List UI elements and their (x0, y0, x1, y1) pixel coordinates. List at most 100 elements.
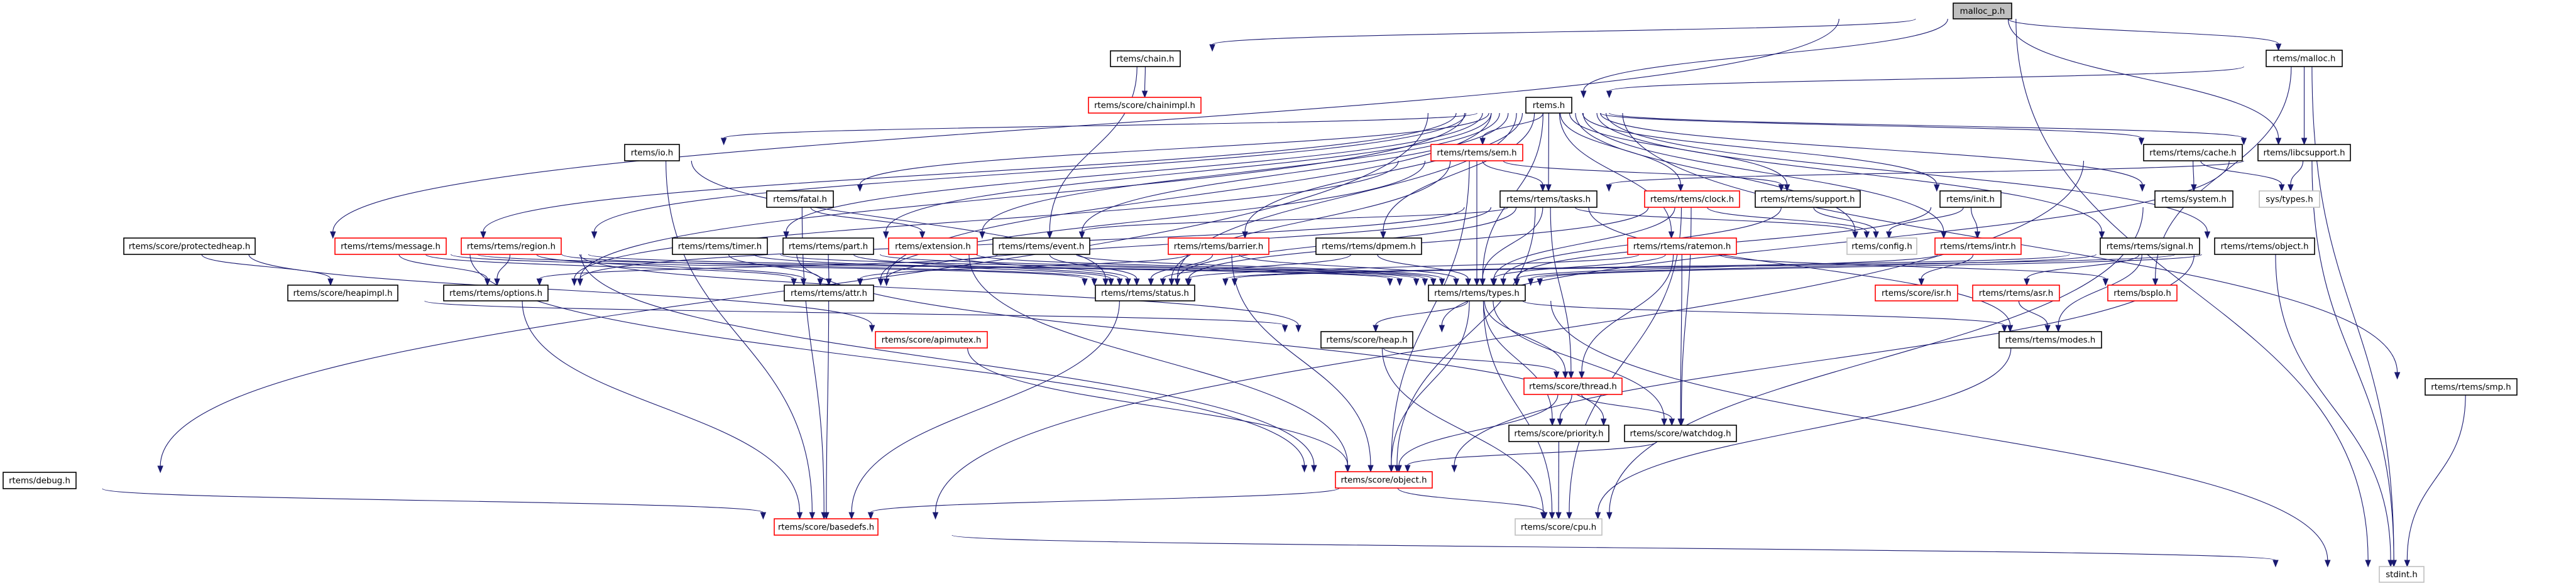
node-object_s[interactable]: rtems/score/object.h (1335, 471, 1433, 489)
node-label: rtems/rtems/ratemon.h (1633, 242, 1731, 252)
arrowhead-icon (330, 231, 336, 239)
node-box (1320, 331, 1413, 349)
node-options[interactable]: rtems/rtems/options.h (443, 285, 549, 301)
edge-line (539, 254, 999, 279)
arrowhead-icon (1465, 278, 1471, 286)
node-heap[interactable]: rtems/score/heap.h (1320, 331, 1413, 349)
node-types[interactable]: rtems/rtems/types.h (1428, 285, 1526, 301)
node-sem[interactable]: rtems/rtems/sem.h (1430, 144, 1523, 161)
edge-line (1049, 254, 1137, 279)
edge-line (1718, 254, 2106, 279)
edge-line (828, 254, 830, 279)
arrowhead-icon (1934, 184, 1940, 192)
node-region[interactable]: rtems/rtems/region.h (461, 237, 562, 255)
node-event[interactable]: rtems/rtems/event.h (992, 237, 1090, 255)
edge-line (1391, 160, 1470, 466)
arrowhead-icon (826, 278, 832, 286)
edge-malloc_p-to-protectedheap (330, 18, 1839, 239)
node-bspio[interactable]: rtems/bspIo.h (2107, 285, 2178, 301)
node-protectedheap[interactable]: rtems/score/protectedheap.h (123, 237, 256, 255)
edge-rtems-to-cache (1599, 112, 2145, 146)
node-object_r[interactable]: rtems/rtems/object.h (2214, 237, 2315, 255)
node-malloc[interactable]: rtems/malloc.h (2266, 50, 2343, 67)
node-box (1998, 331, 2102, 349)
node-box (1499, 190, 1598, 208)
node-heapimpl[interactable]: rtems/score/heapimpl.h (287, 285, 398, 301)
node-label: rtems/init.h (1946, 195, 1995, 205)
node-system[interactable]: rtems/system.h (2154, 190, 2233, 208)
edge-line (1609, 112, 2244, 139)
arrowhead-icon (1116, 278, 1123, 286)
edge-apimutex-to-object_s (967, 347, 1351, 473)
arrowhead-icon (1500, 278, 1506, 286)
node-watchdog[interactable]: rtems/score/watchdog.h (1624, 425, 1737, 442)
edge-rtems-to-tasks (1545, 112, 1552, 192)
node-box (1934, 237, 2022, 255)
node-ratemon[interactable]: rtems/rtems/ratemon.h (1627, 237, 1737, 255)
edge-line (398, 254, 488, 279)
edge-line (2018, 300, 2048, 326)
edge-line (2007, 18, 2279, 139)
node-cpu[interactable]: rtems/score/cpu.h (1515, 518, 1603, 536)
node-dpmem[interactable]: rtems/rtems/dpmem.h (1315, 237, 1422, 255)
node-barrier[interactable]: rtems/rtems/barrier.h (1168, 237, 1269, 255)
arrowhead-icon (1301, 465, 1308, 473)
node-label: rtems/libcsupport.h (2263, 149, 2345, 158)
node-thread[interactable]: rtems/score/thread.h (1523, 377, 1623, 395)
arrowhead-icon (857, 184, 863, 192)
edge-line (967, 347, 1348, 466)
node-status[interactable]: rtems/rtems/status.h (1095, 285, 1195, 301)
node-support[interactable]: rtems/rtems/support.h (1755, 190, 1861, 208)
node-rtems[interactable]: rtems.h (1525, 97, 1572, 114)
arrowhead-icon (1886, 231, 1892, 239)
node-config[interactable]: rtems/config.h (1846, 237, 1917, 255)
node-box (774, 518, 879, 536)
edge-region-to-object_s (581, 254, 1317, 473)
node-io[interactable]: rtems/io.h (624, 144, 680, 161)
arrowhead-icon (1557, 418, 1564, 426)
edge-line (1225, 254, 2070, 279)
node-signal[interactable]: rtems/rtems/signal.h (2100, 237, 2200, 255)
edge-line (1550, 300, 2328, 561)
edge-ratemon-to-bspio (1718, 254, 2109, 286)
node-debug[interactable]: rtems/debug.h (3, 472, 77, 489)
node-priority[interactable]: rtems/score/priority.h (1508, 425, 1609, 442)
node-systypes[interactable]: sys/types.h (2259, 190, 2320, 208)
node-basedefs[interactable]: rtems/score/basedefs.h (774, 518, 879, 536)
edge-rtems-to-status (1174, 112, 1517, 286)
node-libcsupport[interactable]: rtems/libcsupport.h (2257, 144, 2351, 161)
node-modes[interactable]: rtems/rtems/modes.h (1998, 331, 2102, 349)
edge-line (1381, 347, 1544, 513)
node-box (443, 285, 549, 301)
node-label: sys/types.h (2266, 195, 2313, 205)
arrowhead-icon (1479, 278, 1486, 286)
node-intr[interactable]: rtems/rtems/intr.h (1934, 237, 2022, 255)
arrowhead-icon (979, 231, 985, 239)
node-chainimpl[interactable]: rtems/score/chainimpl.h (1088, 97, 1202, 114)
edge-line (1483, 300, 1553, 513)
node-fatal[interactable]: rtems/fatal.h (766, 190, 834, 208)
node-stdint[interactable]: stdint.h (2379, 566, 2425, 583)
edge-line (424, 300, 1286, 326)
edge-line (594, 112, 1466, 232)
edge-types-to-priority (1483, 300, 1555, 426)
node-box (1875, 285, 1958, 301)
node-chain[interactable]: rtems/chain.h (1110, 50, 1181, 67)
node-isr[interactable]: rtems/score/isr.h (1875, 285, 1958, 301)
node-part[interactable]: rtems/rtems/part.h (782, 237, 874, 255)
node-apimutex[interactable]: rtems/score/apimutex.h (875, 331, 988, 349)
node-cache[interactable]: rtems/rtems/cache.h (2143, 144, 2243, 161)
node-message[interactable]: rtems/rtems/message.h (334, 237, 447, 255)
node-clock[interactable]: rtems/rtems/clock.h (1644, 190, 1740, 208)
edge-line (801, 207, 825, 513)
node-asr[interactable]: rtems/rtems/asr.h (1972, 285, 2060, 301)
edge-line (2007, 18, 2279, 45)
node-timer[interactable]: rtems/rtems/timer.h (672, 237, 768, 255)
arrowhead-icon (1474, 278, 1480, 286)
node-tasks[interactable]: rtems/rtems/tasks.h (1499, 190, 1598, 208)
node-smp[interactable]: rtems/rtems/smp.h (2425, 378, 2518, 396)
node-init[interactable]: rtems/init.h (1939, 190, 2002, 208)
node-extension[interactable]: rtems/extension.h (888, 237, 978, 255)
node-attr[interactable]: rtems/rtems/attr.h (784, 285, 874, 301)
